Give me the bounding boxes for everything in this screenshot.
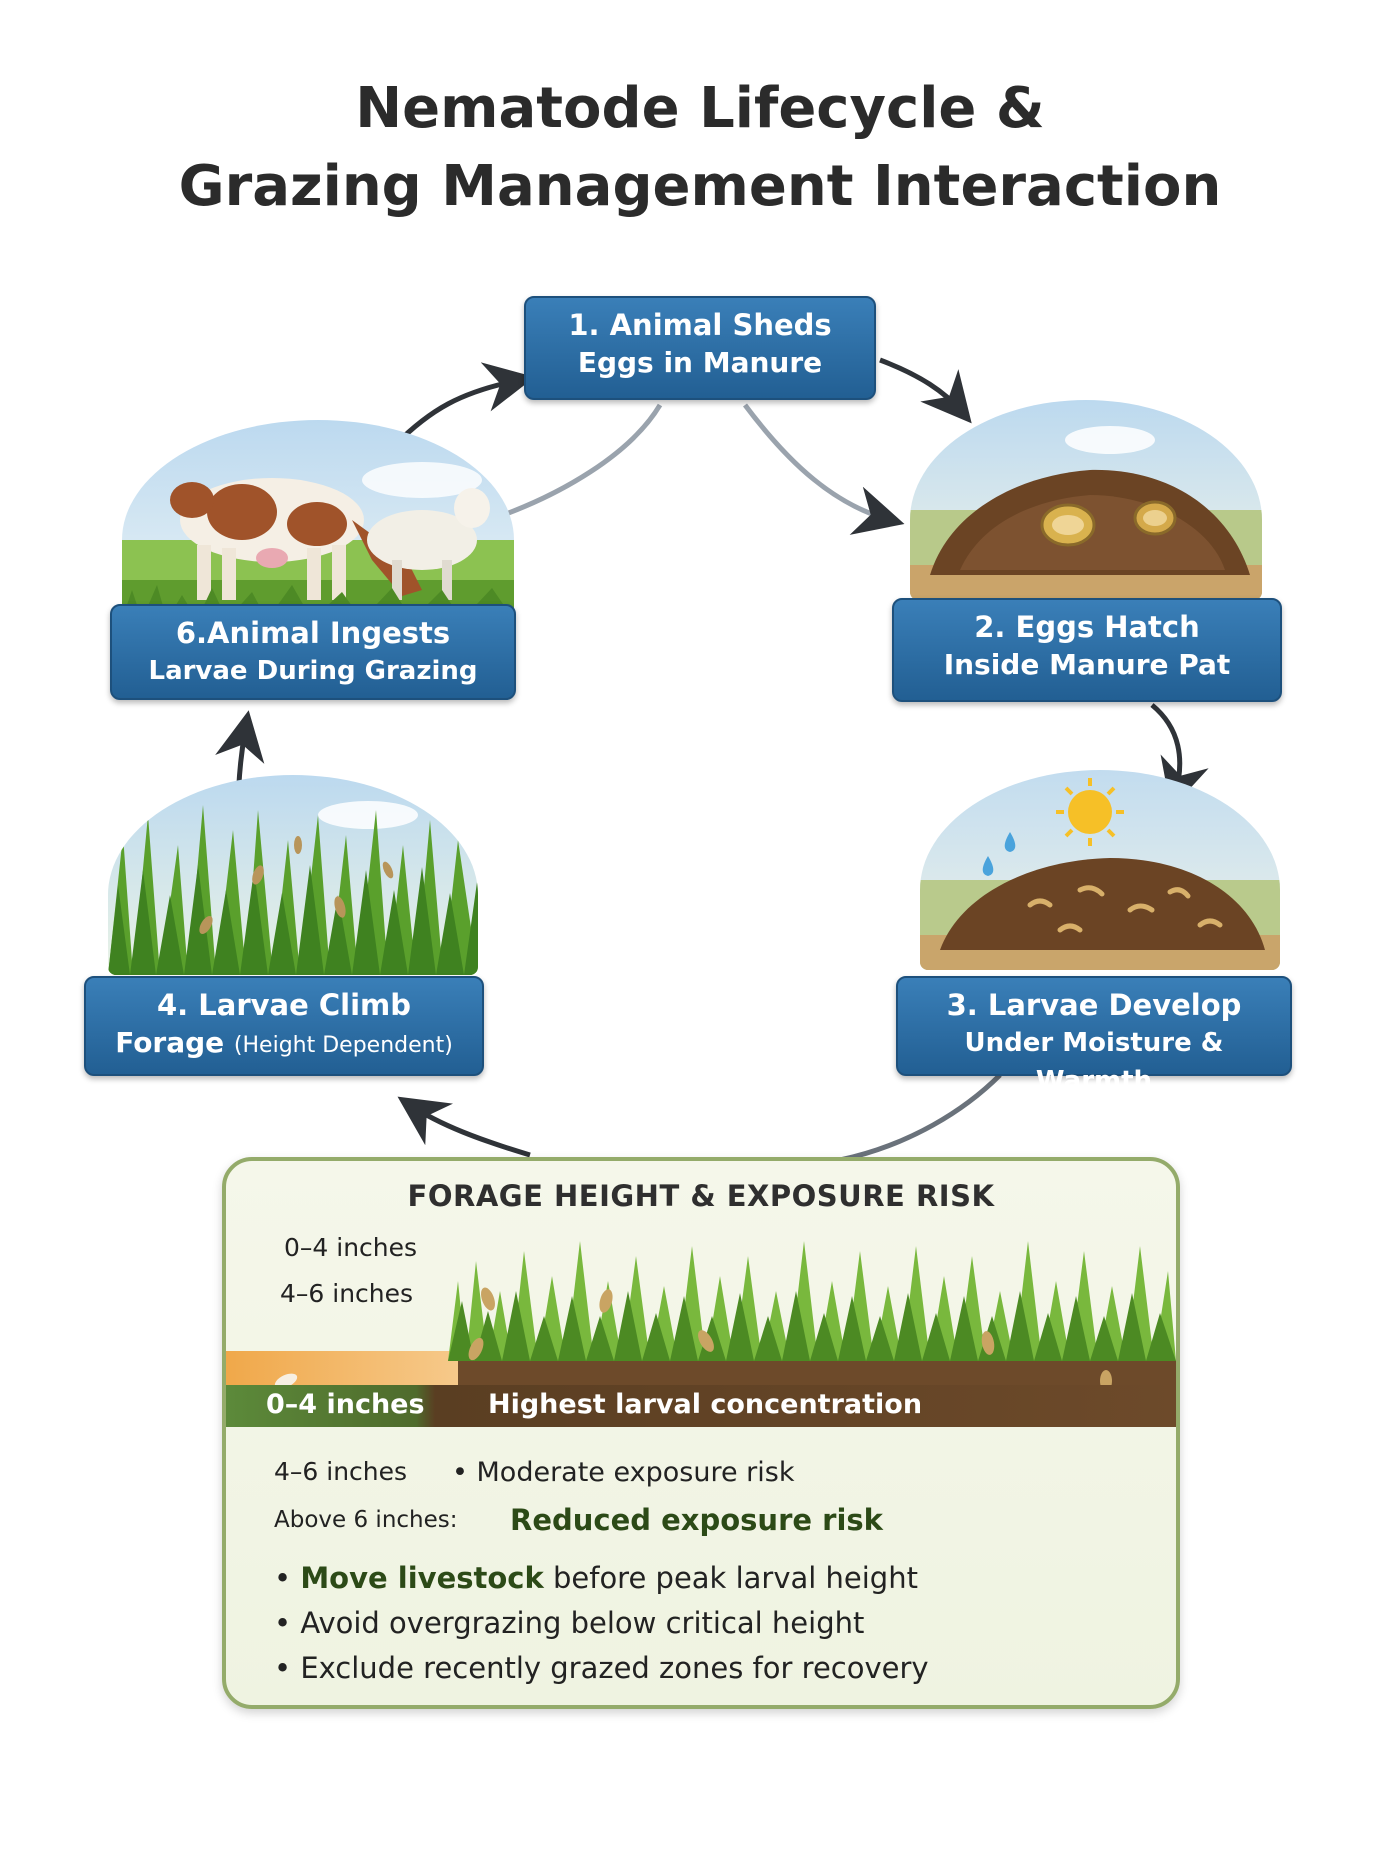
panel-title: FORAGE HEIGHT & EXPOSURE RISK <box>407 1179 995 1213</box>
step-6-box: 6.Animal Ingests Larvae During Grazing <box>110 604 516 700</box>
arrow-icon <box>839 1073 1002 1163</box>
row-2-text: Reduced exposure risk <box>510 1503 883 1537</box>
bullet-3: • Exclude recently grazed zones for reco… <box>274 1651 929 1685</box>
bullet-3-text: Exclude recently grazed zones for recove… <box>300 1651 929 1685</box>
step-4-subtitle: Forage <box>115 1026 225 1059</box>
step-6-title: 6.Animal Ingests <box>175 616 451 650</box>
scale-label-4-6: 4–6 inches <box>280 1279 414 1308</box>
page-title-line1: Nematode Lifecycle & <box>355 76 1045 141</box>
step-2-title: 2. Eggs Hatch <box>974 610 1200 644</box>
row-2-height: Above 6 inches: <box>274 1507 458 1533</box>
bullet-1-text: before peak larval height <box>543 1561 918 1595</box>
step-2-box: 2. Eggs Hatch Inside Manure Pat <box>892 598 1282 702</box>
page-title-line2: Grazing Management Interaction <box>178 154 1222 219</box>
arrow-icon <box>879 357 972 424</box>
step-1-subtitle: Eggs in Manure <box>577 346 823 379</box>
manure-eggs-illustration <box>910 400 1262 600</box>
manure-larvae-sun-illustration <box>920 770 1280 970</box>
row-0-height: 0–4 inches <box>266 1389 425 1420</box>
arrow-icon <box>743 403 905 535</box>
step-4-box: 4. Larvae Climb Forage (Height Dependent… <box>84 976 484 1076</box>
step-2-subtitle: Inside Manure Pat <box>943 648 1231 681</box>
bullet-2: • Avoid overgrazing below critical heigh… <box>274 1606 865 1640</box>
row-1-text: • Moderate exposure risk <box>452 1457 795 1488</box>
highest-risk-band <box>226 1385 1176 1427</box>
step-1-box: 1. Animal Sheds Eggs in Manure <box>524 296 876 400</box>
row-1-height: 4–6 inches <box>274 1457 408 1486</box>
step-4-note: (Height Dependent) <box>233 1033 453 1058</box>
grass-larvae-illustration <box>108 775 478 975</box>
step-6-subtitle: Larvae During Grazing <box>148 656 478 686</box>
bullet-1: • Move livestock before peak larval heig… <box>274 1561 918 1595</box>
arrow-icon <box>397 1096 531 1158</box>
bullet-2-text: Avoid overgrazing below critical height <box>300 1606 865 1640</box>
step-3-title: 3. Larvae Develop <box>946 988 1242 1022</box>
scale-label-0-4: 0–4 inches <box>284 1233 418 1262</box>
step-4-title: 4. Larvae Climb <box>156 988 412 1022</box>
arrow-icon <box>494 403 663 521</box>
step-1-title: 1. Animal Sheds <box>568 308 832 342</box>
row-0-text: Highest larval concentration <box>488 1389 923 1420</box>
bullet-1-bold: Move livestock <box>300 1561 544 1595</box>
step-3-box: 3. Larvae Develop Under Moisture & Warmt… <box>896 976 1292 1096</box>
forage-height-panel: FORAGE HEIGHT & EXPOSURE RISK 0–4 inches… <box>222 1157 1180 1709</box>
step-3-subtitle: Under Moisture & Warmth <box>964 1028 1224 1096</box>
